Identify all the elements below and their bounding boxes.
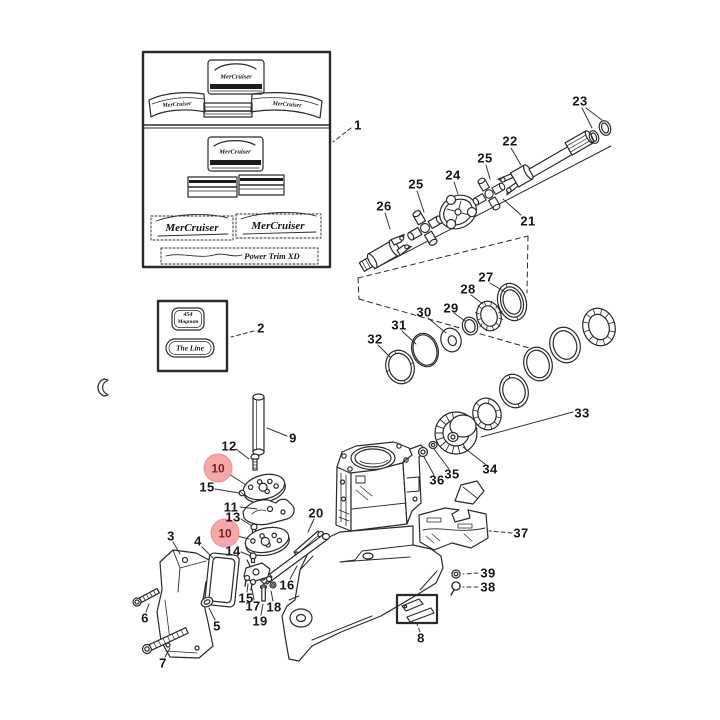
callout-38: 38 xyxy=(480,579,496,595)
callout-18: 18 xyxy=(266,599,282,615)
callout-16: 16 xyxy=(279,577,295,593)
callout-36: 36 xyxy=(429,472,445,488)
callout-24: 24 xyxy=(445,167,461,183)
callout-26: 26 xyxy=(376,198,392,214)
part-29-ring xyxy=(461,316,479,336)
part-30-washer xyxy=(440,327,462,353)
part-33-gear-bearing-set xyxy=(472,307,616,431)
decal-patch-top xyxy=(207,59,265,95)
callout-30: 30 xyxy=(416,304,432,320)
decal-text-strips xyxy=(150,212,322,265)
part-9-shaft xyxy=(252,393,265,456)
part-35-washer xyxy=(428,440,438,450)
part-4-gasket xyxy=(204,552,240,608)
lower-housing xyxy=(281,480,485,662)
callout-31: 31 xyxy=(391,317,407,333)
decal-kit-box-2 xyxy=(156,299,229,373)
callout-21: 21 xyxy=(520,213,536,229)
decal-text-magnum: Magnum xyxy=(177,319,199,325)
part-34-bevel-gear xyxy=(434,411,478,455)
part-11-shift-plate xyxy=(242,498,295,526)
part-7-bolt xyxy=(141,627,189,655)
decal-wing xyxy=(148,92,323,119)
part-15-screw-upper xyxy=(238,489,246,497)
callout-32: 32 xyxy=(367,331,383,347)
decal-text-patch-top: MerCruiser xyxy=(220,73,252,81)
callout-23: 23 xyxy=(572,93,588,109)
decal-stripe-blocks xyxy=(187,174,285,198)
decal-patch-mid xyxy=(207,136,264,172)
part-23-o-rings xyxy=(588,120,612,144)
part-28-bearing xyxy=(474,300,504,332)
callout-5: 5 xyxy=(213,618,221,634)
callout-13: 13 xyxy=(225,509,241,525)
callout-37: 37 xyxy=(513,525,529,541)
callout-10-highlighted[interactable]: 10 xyxy=(203,453,233,483)
decal-text-mercruiser-left: MerCruiser xyxy=(165,222,219,234)
callout-1: 1 xyxy=(354,117,362,133)
callout-25: 25 xyxy=(408,176,424,192)
part-37-anode-plate xyxy=(418,507,489,551)
callout-11: 11 xyxy=(223,499,239,515)
decal-text-454: 454 xyxy=(183,312,193,318)
callout-29: 29 xyxy=(443,300,459,316)
callout-35: 35 xyxy=(444,466,460,482)
callout-17: 17 xyxy=(245,598,261,614)
part-22-yoke xyxy=(497,164,534,196)
callout-19: 19 xyxy=(252,613,268,629)
part-10-shift-spool-lower xyxy=(244,526,290,557)
decal-kit-box-1 xyxy=(141,50,332,269)
callout-6: 6 xyxy=(141,610,149,626)
part-39-washer xyxy=(451,569,461,579)
callout-12: 12 xyxy=(221,438,237,454)
part-8-plate-kit-box xyxy=(395,593,439,625)
callout-15: 15 xyxy=(199,479,215,495)
callout-8: 8 xyxy=(417,630,425,646)
decal-text-power-trim: Power Trim XD xyxy=(244,251,300,261)
leader-lines xyxy=(145,107,603,658)
part-27-bearing-race xyxy=(496,282,528,322)
callout-15: 15 xyxy=(238,590,254,606)
part-14-screw xyxy=(249,552,257,564)
part-3-bracket xyxy=(156,549,214,659)
dashed-leader-lines xyxy=(230,127,513,633)
decal-text-the-line: The Line xyxy=(175,343,205,353)
part-17-screw xyxy=(249,578,257,591)
callout-20: 20 xyxy=(308,505,324,521)
decal-text-patch-mid: MerCruiser xyxy=(219,148,251,156)
callout-22: 22 xyxy=(502,133,518,149)
callout-10-highlighted[interactable]: 10 xyxy=(210,518,240,548)
part-32-ring xyxy=(385,349,415,385)
part-18-fasteners xyxy=(265,575,277,589)
part-15-screw-lower xyxy=(243,574,251,587)
part-21-driveshaft xyxy=(528,130,595,178)
callout-27: 27 xyxy=(478,269,494,285)
callout-3: 3 xyxy=(167,528,175,544)
part-26-end-yoke xyxy=(358,233,412,272)
part-24-coupler xyxy=(439,194,477,230)
decal-text-mercruiser-right: MerCruiser xyxy=(251,220,305,232)
upper-gear-housing xyxy=(335,441,427,532)
callout-33: 33 xyxy=(574,405,590,421)
callout-9: 9 xyxy=(289,430,297,446)
callout-7: 7 xyxy=(159,655,167,671)
dashed-construction-lines xyxy=(357,235,534,350)
part-36-nut xyxy=(417,446,429,458)
callout-2: 2 xyxy=(257,320,265,336)
callout-28: 28 xyxy=(460,281,476,297)
part-5-grommet xyxy=(200,596,214,608)
callout-25: 25 xyxy=(477,150,493,166)
part-19-pin xyxy=(259,584,268,602)
callout-39: 39 xyxy=(480,565,496,581)
part-12-bolt xyxy=(250,453,260,471)
part-38-screw xyxy=(450,581,461,596)
part-31-o-ring xyxy=(410,332,440,368)
retainer-clip xyxy=(97,378,109,397)
callout-4: 4 xyxy=(194,533,202,549)
part-6-bolt xyxy=(132,587,160,607)
callout-34: 34 xyxy=(482,461,498,477)
callout-14: 14 xyxy=(225,543,241,559)
